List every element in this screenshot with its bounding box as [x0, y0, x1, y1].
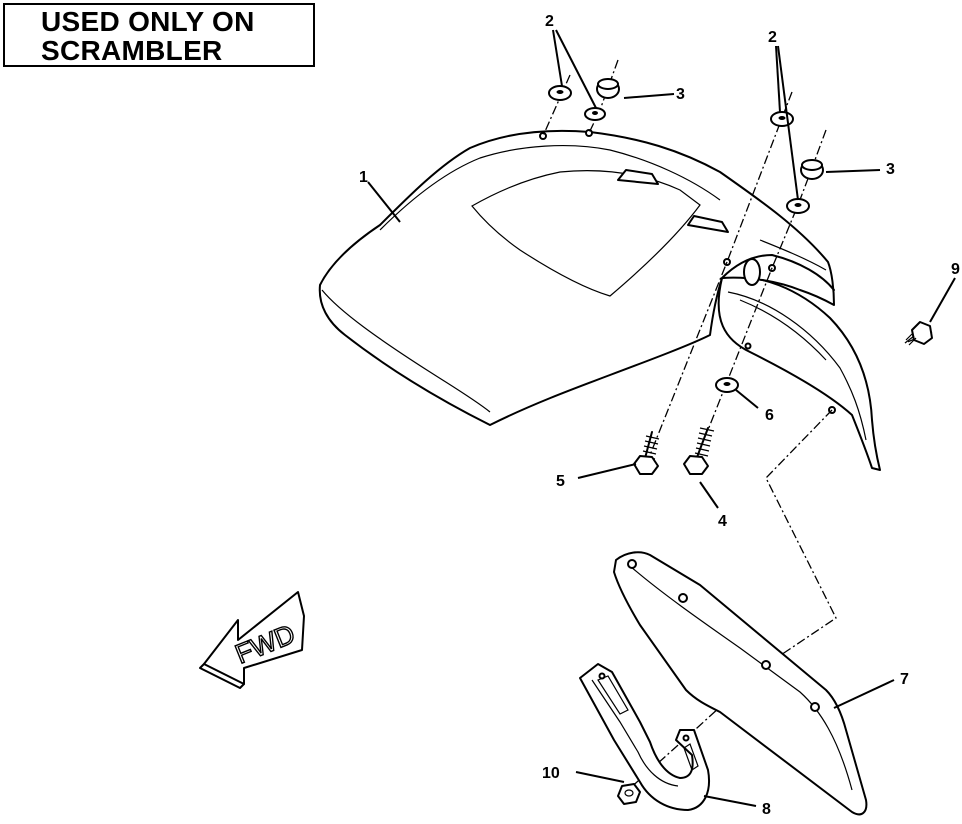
bolt-4-head — [683, 455, 709, 475]
bolt-5-head — [633, 455, 659, 475]
callout-9: 9 — [951, 261, 960, 278]
number-plate-hole-center — [761, 660, 771, 670]
assembly-line-e — [765, 409, 837, 666]
fender-crown-line — [379, 145, 721, 231]
fender-vent-front — [617, 169, 659, 185]
assembly-line-a — [542, 74, 571, 137]
fender-vent-rear — [687, 215, 729, 233]
washer-2a-hole — [556, 90, 564, 94]
nut-10-body — [617, 783, 641, 805]
fender-skirt-rib — [739, 299, 827, 361]
number-plate-hole-lower — [810, 702, 820, 712]
leader-3b — [825, 169, 881, 173]
callout-10: 10 — [542, 765, 560, 782]
callout-3a: 3 — [676, 86, 685, 103]
leader-lines — [367, 29, 956, 807]
fender-side-crease — [759, 239, 827, 271]
screw-9 — [904, 321, 933, 346]
leader-3a — [623, 93, 675, 99]
callout-labels: 2 2 3 3 1 9 6 5 4 7 10 8 — [359, 13, 960, 818]
washer-2c-hole — [778, 116, 786, 120]
leader-2b-1 — [775, 45, 781, 113]
front-fender — [318, 129, 881, 471]
leader-5 — [577, 463, 637, 479]
grommet-3b-top — [801, 159, 823, 171]
bolt-5 — [633, 431, 660, 475]
callout-6: 6 — [765, 407, 774, 424]
callout-8: 8 — [762, 801, 771, 818]
bracket-hole-top — [598, 672, 606, 680]
leader-4 — [699, 481, 719, 509]
leader-9 — [929, 277, 956, 323]
number-plate-hole-top — [627, 559, 637, 569]
washer-2d-hole — [794, 203, 802, 207]
note-line-2: SCRAMBLER — [41, 35, 223, 66]
bolt-4 — [683, 427, 715, 475]
bolt-4-threads — [694, 427, 715, 457]
bracket-hole-bottom — [682, 734, 690, 742]
note-line-1: USED ONLY ON — [41, 6, 255, 37]
fender-shell — [318, 129, 835, 426]
fender-embossed-pad — [471, 169, 701, 297]
grommet-3a-top — [597, 78, 619, 90]
bolt-5-threads — [641, 435, 660, 460]
fender-underside-skirt — [717, 275, 881, 471]
washers — [548, 78, 824, 393]
screw-9-head — [911, 321, 933, 345]
leader-10 — [575, 771, 625, 783]
assembly-line-c — [649, 91, 793, 456]
leader-1 — [367, 181, 401, 223]
fender-front-lip — [321, 289, 491, 413]
callout-5: 5 — [556, 473, 565, 490]
nut-10 — [617, 783, 641, 805]
fender-hole-front-left — [539, 132, 547, 140]
number-plate-body — [613, 551, 868, 816]
number-plate-hole-upper — [678, 593, 688, 603]
screw-9-thread — [904, 333, 917, 346]
number-plate — [613, 551, 868, 816]
fender-mount-boss — [743, 258, 761, 286]
fender-skirt-inner-line — [727, 291, 867, 441]
fender-rear-edge — [721, 254, 835, 291]
number-plate-inner-edge — [629, 565, 853, 791]
leader-2a-2 — [555, 29, 597, 109]
washer-2b-hole — [592, 111, 598, 115]
leader-2b-2 — [777, 45, 799, 201]
callout-2a: 2 — [545, 13, 554, 30]
leader-6 — [735, 389, 759, 409]
leader-7 — [833, 679, 895, 709]
callout-3b: 3 — [886, 161, 895, 178]
plate-bracket — [579, 663, 710, 811]
forward-arrow: FWD — [199, 591, 305, 689]
bracket-outer — [579, 663, 710, 811]
fender-hole-underside — [744, 342, 752, 350]
forward-arrow-shape — [203, 591, 305, 685]
callout-1: 1 — [359, 169, 368, 186]
leader-8 — [703, 795, 757, 807]
callout-4: 4 — [718, 513, 727, 530]
nut-10-hole — [624, 789, 634, 797]
fender-hole-front-right — [585, 129, 593, 137]
bracket-inner — [591, 679, 679, 787]
leader-2a-1 — [552, 29, 563, 87]
forward-arrow-depth — [199, 663, 245, 689]
callout-7: 7 — [900, 671, 909, 688]
bracket-slot-lower — [683, 743, 699, 771]
scrambler-note-box: USED ONLY ON SCRAMBLER — [3, 3, 315, 67]
callout-2b: 2 — [768, 29, 777, 46]
washer-6-hole — [723, 382, 731, 386]
